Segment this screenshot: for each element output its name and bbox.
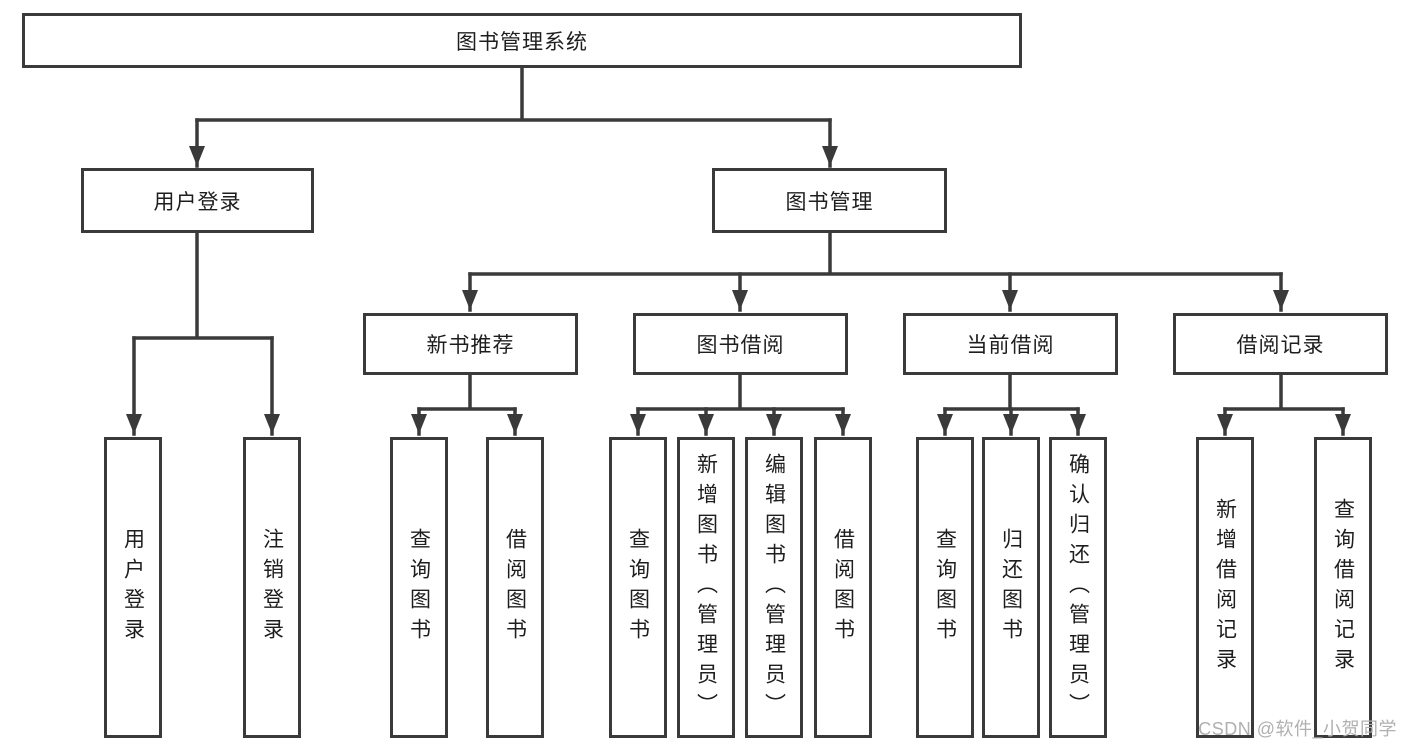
node-root-system: 图书管理系统 xyxy=(22,13,1022,68)
node-current-borrow: 当前借阅 xyxy=(903,313,1118,375)
leaf-add-book-admin: 新增图书（管理员） xyxy=(677,437,735,738)
node-user-login-branch: 用户登录 xyxy=(81,168,314,233)
leaf-query-books: 查询图书 xyxy=(609,437,667,738)
leaf-label: 借阅图书 xyxy=(503,527,527,648)
csdn-watermark: CSDN @软件_小贺同学 xyxy=(1198,719,1397,739)
leaf-borrow-books: 借阅图书 xyxy=(814,437,872,738)
leaf-query-borrow-record: 查询借阅记录 xyxy=(1314,437,1372,738)
leaf-label: 查询图书 xyxy=(626,527,650,648)
leaf-return-books: 归还图书 xyxy=(982,437,1040,738)
node-book-management-branch: 图书管理 xyxy=(712,168,947,233)
leaf-add-borrow-record: 新增借阅记录 xyxy=(1196,437,1254,738)
leaf-label: 查询图书 xyxy=(933,527,957,648)
node-label: 新书推荐 xyxy=(426,334,515,357)
node-label: 当前借阅 xyxy=(966,334,1055,357)
leaf-label: 新增借阅记录 xyxy=(1213,497,1237,678)
leaf-confirm-return-admin: 确认归还（管理员） xyxy=(1049,437,1107,738)
node-borrow-records: 借阅记录 xyxy=(1173,313,1388,375)
node-label: 用户登录 xyxy=(153,190,242,214)
leaf-label: 注销登录 xyxy=(260,527,284,648)
leaf-query-books: 查询图书 xyxy=(916,437,974,738)
leaf-query-books: 查询图书 xyxy=(390,437,448,738)
node-root-label: 图书管理系统 xyxy=(456,30,588,54)
leaf-borrow-books: 借阅图书 xyxy=(486,437,544,738)
node-label: 图书管理 xyxy=(785,190,874,214)
leaf-label: 用户登录 xyxy=(121,527,145,648)
leaf-user-login: 用户登录 xyxy=(104,437,162,738)
leaf-label: 编辑图书（管理员） xyxy=(762,452,786,723)
leaf-logout: 注销登录 xyxy=(243,437,301,738)
leaf-label: 确认归还（管理员） xyxy=(1066,452,1090,723)
leaf-label: 查询借阅记录 xyxy=(1331,497,1355,678)
leaf-edit-book-admin: 编辑图书（管理员） xyxy=(745,437,803,738)
node-label: 借阅记录 xyxy=(1236,334,1325,357)
leaf-label: 新增图书（管理员） xyxy=(694,452,718,723)
leaf-label: 借阅图书 xyxy=(831,527,855,648)
node-book-borrow: 图书借阅 xyxy=(633,313,848,375)
node-label: 图书借阅 xyxy=(696,334,785,357)
leaf-label: 查询图书 xyxy=(407,527,431,648)
leaf-label: 归还图书 xyxy=(999,527,1023,648)
node-new-book-recommend: 新书推荐 xyxy=(363,313,578,375)
